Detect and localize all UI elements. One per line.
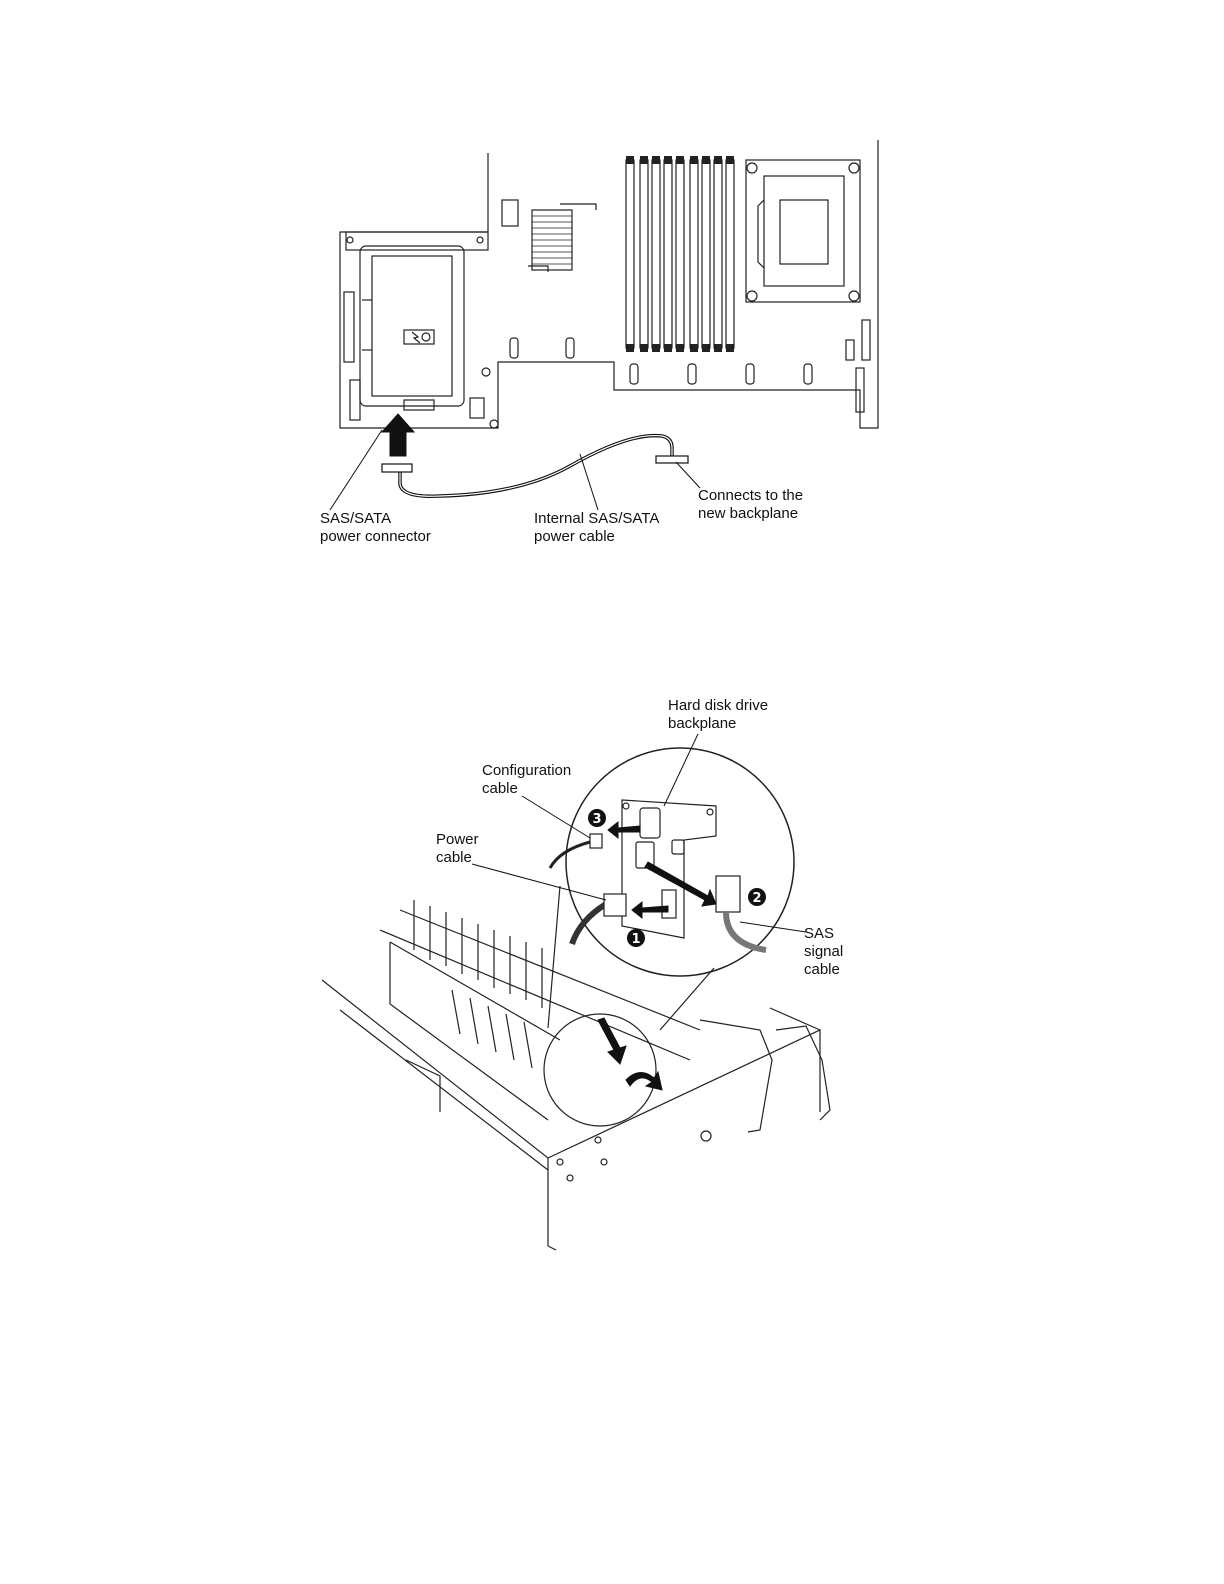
callout-2-text: 2 (752, 891, 761, 906)
callout-1-text: 1 (631, 932, 640, 947)
drive-cage (380, 900, 700, 1068)
detail-magnified-circle (566, 748, 794, 976)
label-power-cable: Power cable (436, 831, 479, 867)
arrow-config-icon (608, 822, 640, 838)
hdd-backplane-board (622, 800, 716, 938)
label-sas-signal-cable: SAS signal cable (804, 925, 843, 979)
arrow-sas-icon (645, 862, 716, 906)
chassis-outline (322, 980, 548, 1246)
configuration-cable (550, 842, 590, 868)
detail-area-circle (544, 1014, 656, 1126)
arrow-rotate-icon (626, 1072, 662, 1090)
callout-3-text: 3 (592, 812, 601, 827)
label-hdd-backplane: Hard disk drive backplane (668, 697, 768, 733)
arrow-lower-icon (598, 1018, 626, 1064)
label-configuration-cable: Configuration cable (482, 762, 571, 798)
sas-signal-connector (716, 876, 740, 912)
